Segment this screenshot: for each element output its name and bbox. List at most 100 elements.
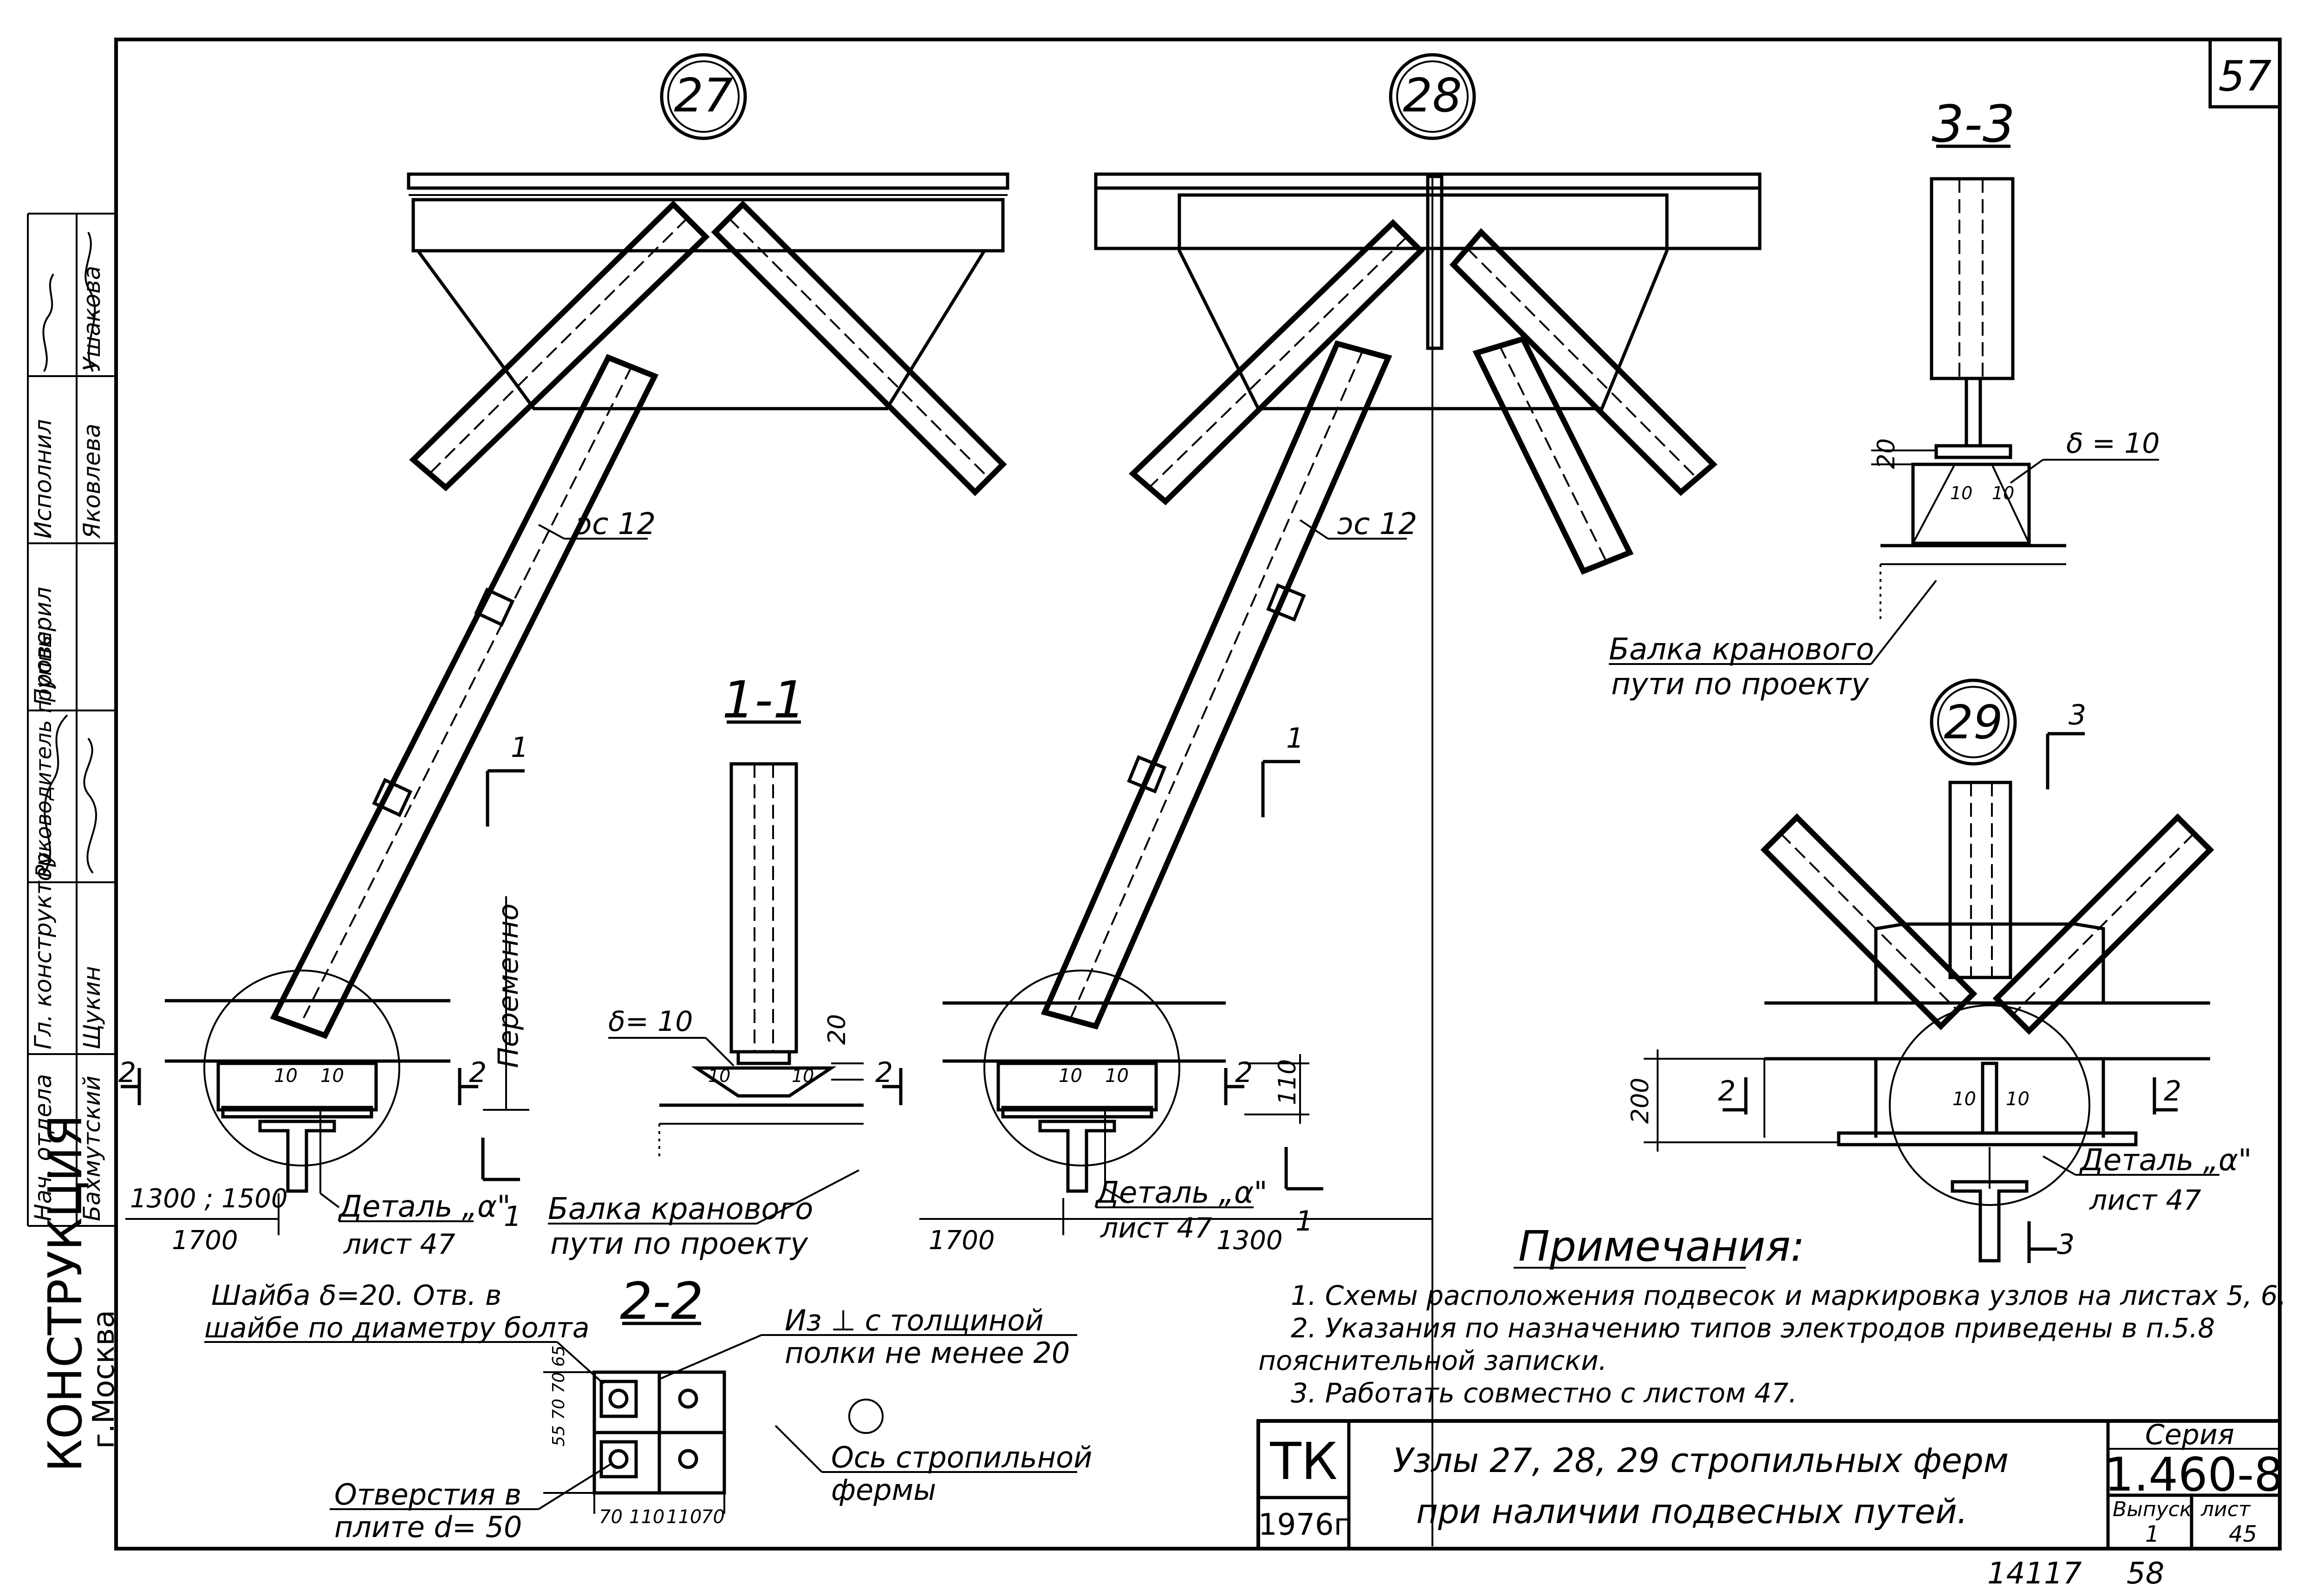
sheet-ref: лист 47 bbox=[2089, 1184, 2201, 1217]
org-short: ТК bbox=[1269, 1432, 1337, 1491]
stamp-role: Исполнил bbox=[30, 419, 57, 539]
dimension: 70 bbox=[701, 1506, 725, 1528]
stamp-name: Ушакова bbox=[78, 266, 105, 371]
stamp-name: Яковлева bbox=[78, 423, 105, 539]
node-marker-27-inner bbox=[667, 60, 740, 133]
dimension: 1700 bbox=[172, 1225, 238, 1256]
drawing-title: при наличии подвесных путей. bbox=[1416, 1492, 1968, 1531]
weld-size: 10 bbox=[1992, 483, 2014, 503]
footer-page: 58 bbox=[2127, 1557, 2164, 1591]
node-marker-29-inner bbox=[1937, 686, 2010, 758]
sheet-ref: лист 47 bbox=[343, 1228, 455, 1261]
weld-size: 10 bbox=[792, 1066, 814, 1086]
dimension: 110 bbox=[629, 1506, 664, 1528]
cut-mark: 2 bbox=[118, 1056, 136, 1089]
base-plate bbox=[216, 1062, 378, 1112]
holes-note: Отверстия в bbox=[334, 1478, 521, 1511]
washer-note: шайбе по диаметру болта bbox=[204, 1312, 589, 1344]
stamp-role: Гл. конструктор bbox=[30, 852, 57, 1049]
note-item: 1. Схемы расположения подвесок и маркиро… bbox=[1291, 1280, 2286, 1311]
issue-value: 1 bbox=[2145, 1521, 2160, 1547]
stamp-name: Бахмутский bbox=[78, 1075, 105, 1221]
notes: Примечания: 1. Схемы расположения подвес… bbox=[1258, 1222, 2286, 1409]
weld-size: 10 bbox=[708, 1066, 730, 1086]
truss-axis-marker bbox=[848, 1399, 884, 1434]
top-chord bbox=[407, 172, 1009, 190]
section-2-2: 2-2 55 70 70 65 70 110 110 70 Шайба δ=20… bbox=[204, 1271, 1092, 1544]
node-28: 28 10 10 ɔc 12 Деталь „α" ли bbox=[875, 53, 1762, 1546]
crane-rail bbox=[1038, 1120, 1116, 1193]
axis-note: Ось стропильной bbox=[831, 1440, 1092, 1474]
section-1-1: 1-1 10 10 δ= 10 20 Балка кранового пути … bbox=[548, 670, 864, 1261]
dimension: 55 70 70 65 bbox=[549, 1345, 568, 1446]
gusset-plate bbox=[415, 249, 988, 410]
cut-mark: 1 bbox=[1295, 1205, 1313, 1238]
side-stamp: Нач. отдела Гл. конструктор Руководитель… bbox=[27, 213, 121, 1472]
cut-mark: 3 bbox=[2057, 1228, 2075, 1261]
cut-mark: 2 bbox=[469, 1056, 487, 1089]
diagonal-right bbox=[1449, 228, 1717, 496]
node-27: 27 10 10 ɔc 12 Переменно bbox=[118, 53, 1009, 1261]
variable-label: Переменно bbox=[492, 904, 525, 1068]
sheet-value: 45 bbox=[2229, 1521, 2257, 1547]
detail-a-circle bbox=[1889, 1004, 2090, 1206]
angle-note: Из ⊥ с толщиной bbox=[785, 1303, 1044, 1337]
cut-mark: 1 bbox=[1286, 722, 1304, 755]
series-label: Серия bbox=[2145, 1419, 2234, 1451]
node-marker-29 bbox=[1930, 678, 2017, 766]
section-3-3: 3-3 10 10 20 δ = 10 Балка кранового пути… bbox=[1609, 94, 2160, 702]
diagonal-right bbox=[711, 200, 1007, 496]
washer-plate bbox=[691, 1066, 837, 1098]
diagonal-vertical bbox=[1472, 335, 1634, 575]
plate-thickness: δ = 10 bbox=[2066, 427, 2160, 460]
stamp-organization: КОНСТРУКЦИЯ bbox=[38, 1114, 92, 1472]
base-plate bbox=[1911, 463, 2031, 545]
cut-mark: 1 bbox=[504, 1200, 521, 1233]
stamp-role: Нач. отдела bbox=[30, 1074, 57, 1221]
weld-size: 10 bbox=[274, 1065, 298, 1087]
stamp-role: Проверил bbox=[30, 587, 57, 706]
detail-a-ref: Деталь „α" bbox=[1094, 1176, 1268, 1210]
issue-label: Выпуск bbox=[2113, 1498, 2192, 1521]
node-29: 29 3 10 10 200 2 2 Деталь „α" bbox=[1626, 678, 2252, 1263]
note-item: 3. Работать совместно с листом 47. bbox=[1291, 1377, 1797, 1409]
gusset-plate bbox=[1178, 193, 1669, 410]
page-number: 57 bbox=[2218, 52, 2272, 101]
cut-mark: 2 bbox=[1235, 1056, 1253, 1089]
washer-note: Шайба δ=20. Отв. в bbox=[211, 1279, 501, 1312]
node-marker-28-inner bbox=[1396, 60, 1469, 133]
weld-size: 10 bbox=[1950, 483, 1972, 503]
weld-size: 10 bbox=[1105, 1065, 1129, 1087]
axis-note: фермы bbox=[831, 1473, 936, 1507]
detail-a-circle bbox=[203, 970, 400, 1166]
sheet-label: лист bbox=[2200, 1498, 2251, 1521]
signature-mark bbox=[42, 273, 54, 372]
dimension: 70 bbox=[599, 1506, 623, 1528]
year: 1976г bbox=[1258, 1508, 1350, 1542]
stamp-name: Щукин bbox=[78, 966, 105, 1049]
dimension: 110 bbox=[666, 1506, 702, 1528]
signature-mark bbox=[85, 232, 96, 372]
node-label-28: 28 bbox=[1403, 68, 1462, 123]
angle-note: полки не менее 20 bbox=[785, 1336, 1070, 1370]
cut-mark: 2 bbox=[875, 1056, 893, 1089]
dimension: 1300 bbox=[1217, 1225, 1283, 1256]
signature-mark bbox=[43, 714, 68, 874]
weld-size: 10 bbox=[2006, 1088, 2030, 1110]
section-title-2-2: 2-2 bbox=[620, 1271, 703, 1331]
base-plate bbox=[996, 1062, 1158, 1112]
cut-mark: 3 bbox=[2069, 699, 2086, 731]
hanger-section bbox=[729, 762, 798, 1054]
note-item: 2. Указания по назначению типов электрод… bbox=[1291, 1312, 2215, 1344]
section-title-3-3: 3-3 bbox=[1932, 94, 2015, 154]
washer-square bbox=[599, 1380, 638, 1418]
cut-mark: 2 bbox=[2164, 1075, 2181, 1107]
series-value: 1.460-8 bbox=[2104, 1447, 2283, 1502]
crane-beam-note: Балка кранового bbox=[1609, 632, 1874, 667]
node-marker-28 bbox=[1389, 53, 1476, 140]
sheet-ref: лист 47 bbox=[1100, 1212, 1212, 1244]
diagonal-left bbox=[1129, 219, 1425, 506]
hanger-channel bbox=[270, 354, 659, 1039]
dimension: 1700 bbox=[929, 1225, 995, 1256]
